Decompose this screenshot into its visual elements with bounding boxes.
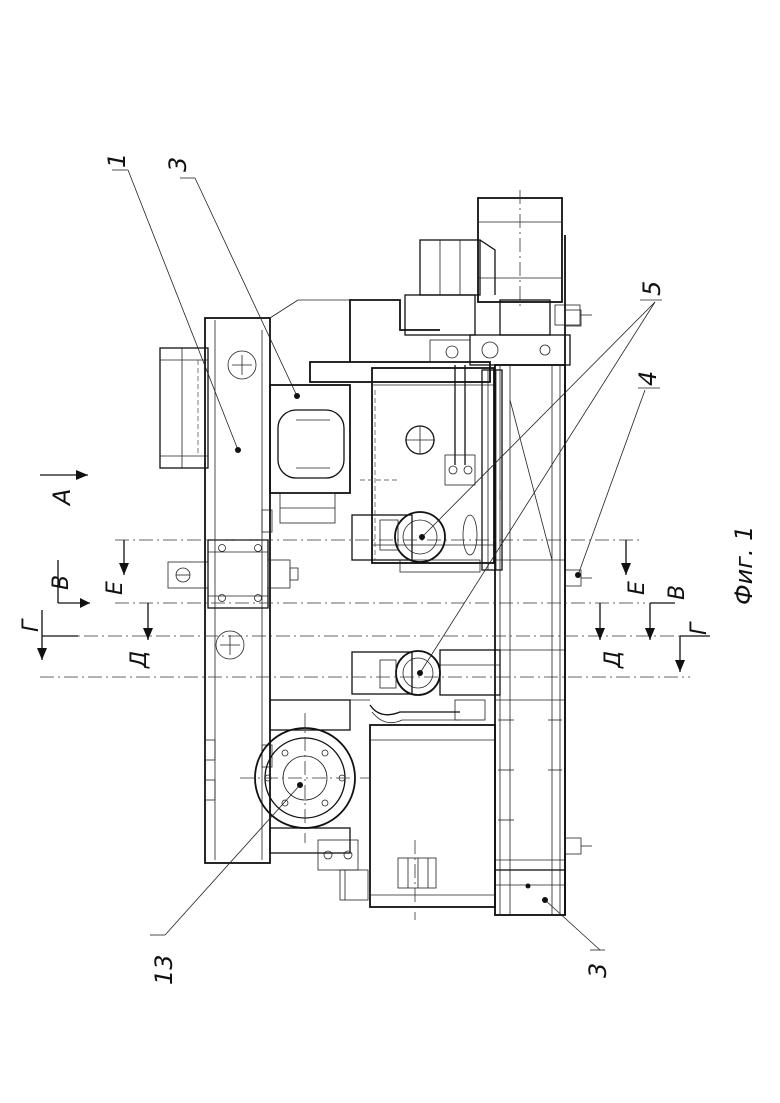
callout-3-bottom: 3 [584,963,612,978]
section-e-left-label: Е [103,581,128,595]
section-d-left-label: Д [127,651,152,669]
callout-5: 5 [638,281,666,296]
callout-3-top: 3 [164,157,192,172]
callout-1: 1 [103,153,131,168]
section-d-right-label: Д [601,651,626,669]
section-e-right-label: Е [625,581,650,595]
callout-4: 4 [634,371,662,386]
section-v-right-label: В [665,585,690,600]
machine-assembly [160,190,592,920]
section-v-left-label: В [49,575,74,590]
section-markers: А В Г Е Д Е В Д [19,470,712,672]
view-label: А [48,489,76,507]
section-g-left-label: Г [19,618,44,632]
figure-caption: Фиг. 1 [730,526,758,605]
section-g-right-label: Г [687,621,712,635]
callout-13: 13 [150,954,178,985]
callouts: 1 3 5 4 13 3 [103,153,666,985]
